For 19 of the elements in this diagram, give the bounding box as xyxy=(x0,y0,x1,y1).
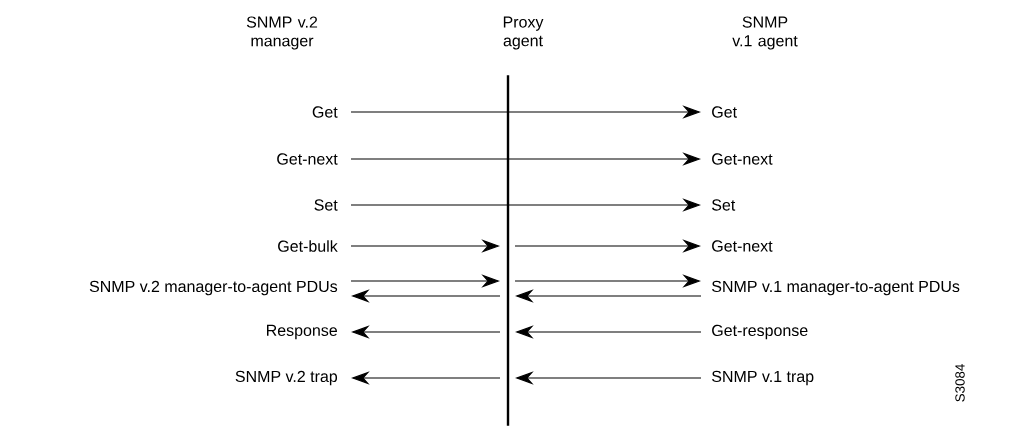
message-label: SNMP v.1 trap xyxy=(712,370,814,386)
proxy-line xyxy=(506,75,510,426)
message-label: Get-response xyxy=(712,324,808,340)
column-heading: SNMP v.1 agent xyxy=(732,16,798,50)
message-label: SNMP v.1 manager-to-agent PDUs xyxy=(712,280,960,296)
message-label: Get xyxy=(712,106,737,118)
message-label: Response xyxy=(267,324,337,340)
message-label: Get-bulk xyxy=(278,240,338,252)
message-label: Set xyxy=(314,199,338,211)
message-label: Get-next xyxy=(712,153,773,165)
message-label: Set xyxy=(712,199,736,211)
message-label: Get-next xyxy=(277,153,338,165)
message-label: Get xyxy=(312,106,338,118)
message-label: SNMP v.2 trap xyxy=(235,370,338,386)
message-label: Get-next xyxy=(712,240,773,252)
message-label: SNMP v.2 manager-to-agent PDUs xyxy=(89,280,338,296)
column-heading: Proxy agent xyxy=(503,16,544,50)
column-heading: SNMP v.2 manager xyxy=(246,16,318,50)
figure-number: S3084 xyxy=(955,364,965,402)
